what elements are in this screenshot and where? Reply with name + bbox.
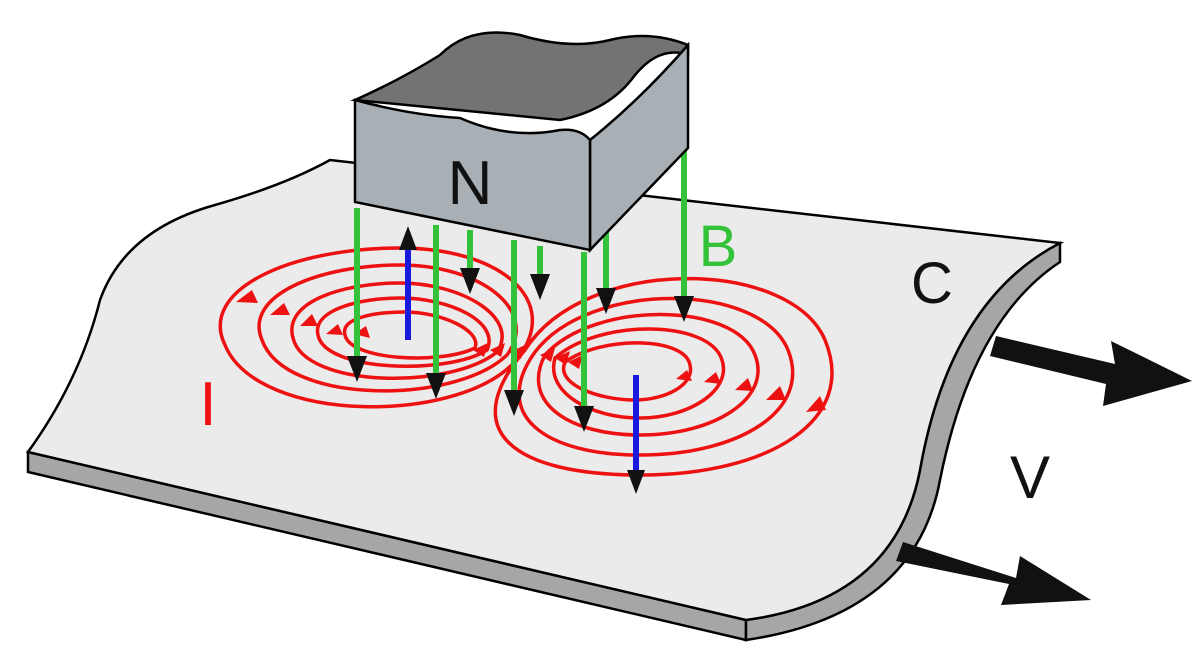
eddy-loop-right-3 <box>536 312 760 437</box>
current-arrowhead <box>326 324 343 335</box>
current-arrowhead <box>766 386 786 400</box>
magnet-pole-label: N <box>448 149 493 218</box>
current-arrowhead <box>300 314 318 326</box>
down-arrowhead-icon <box>426 373 446 399</box>
velocity-arrows <box>896 336 1192 605</box>
down-arrowhead-icon <box>674 296 694 322</box>
current-label: I <box>199 370 216 439</box>
current-arrowhead <box>568 355 583 369</box>
eddy-loop-right-outer <box>493 276 834 477</box>
current-arrowhead <box>236 290 258 303</box>
down-arrowhead-icon <box>460 268 480 294</box>
conductor-label: C <box>911 251 953 316</box>
down-arrowhead-icon <box>574 406 594 432</box>
eddy-loop-left-3 <box>290 281 504 380</box>
conductor-sheet <box>25 158 1065 642</box>
eddy-loop-left-4 <box>315 296 491 368</box>
right-arrow-icon <box>990 336 1192 406</box>
down-arrowhead-icon <box>627 470 645 494</box>
field-label: B <box>699 214 738 279</box>
eddy-loop-right-2 <box>517 296 795 457</box>
current-arrowheads <box>236 290 826 412</box>
sheet-top-surface <box>25 158 1065 622</box>
magnet-front-face <box>353 98 592 252</box>
down-arrowhead-icon <box>530 274 550 300</box>
magnet-right-face <box>588 41 690 254</box>
magnet: N <box>350 31 690 254</box>
current-arrowhead <box>704 372 721 384</box>
induced-field-arrows <box>399 226 645 494</box>
up-arrowhead-icon <box>399 226 417 250</box>
eddy-loop-left-outer <box>218 246 534 409</box>
down-arrowhead-icon <box>347 356 367 382</box>
eddy-current-loops <box>218 246 834 477</box>
right-arrow-icon <box>896 542 1091 605</box>
current-arrowhead <box>473 343 488 357</box>
down-arrowhead-icon <box>596 288 616 314</box>
velocity-label: V <box>1010 444 1050 511</box>
field-arrowheads <box>347 268 694 432</box>
magnet-top-face <box>350 31 690 122</box>
current-arrowhead <box>806 396 826 412</box>
current-arrowhead <box>540 348 555 362</box>
magnetic-field-lines <box>354 148 687 408</box>
current-arrowhead <box>270 303 290 315</box>
current-arrowhead <box>490 343 505 357</box>
eddy-loop-left-2 <box>257 263 518 393</box>
current-arrowhead <box>676 370 692 381</box>
current-arrowhead <box>510 345 525 359</box>
eddy-loop-right-4 <box>551 327 726 420</box>
current-arrowhead <box>555 351 570 365</box>
current-arrowhead <box>735 378 753 391</box>
down-arrowhead-icon <box>504 390 524 416</box>
